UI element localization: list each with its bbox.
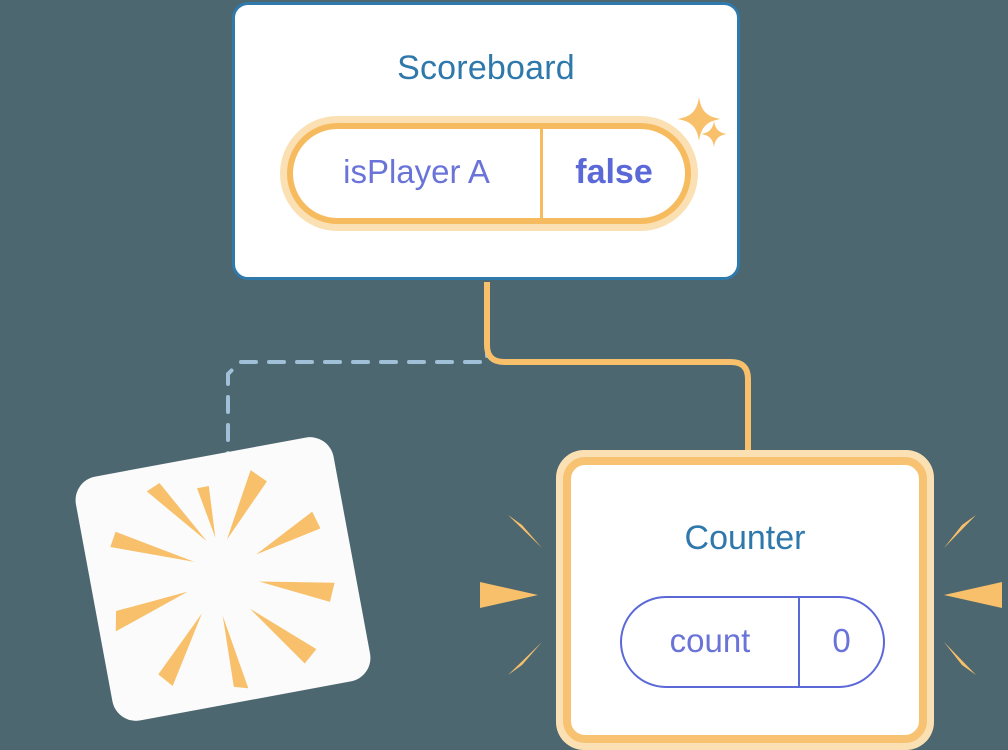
scoreboard-state-key: isPlayer A [343, 153, 490, 190]
counter-state-key: count [669, 622, 751, 659]
counter-state-pill[interactable]: count 0 [620, 596, 885, 688]
counter-burst-right-icon [944, 515, 1002, 675]
connector-scoreboard-to-tilted-card [226, 283, 489, 464]
counter-burst-left-icon [480, 515, 542, 675]
scoreboard-card[interactable]: Scoreboard isPlayer A false [232, 2, 740, 280]
sparkle-large-icon [677, 97, 721, 141]
pill-divider [798, 598, 800, 686]
scoreboard-state-pill[interactable]: isPlayer A false [287, 123, 691, 224]
counter-card[interactable]: Counter count 0 [556, 450, 934, 750]
scoreboard-state-pill-highlight: isPlayer A false [280, 116, 698, 231]
scoreboard-title: Scoreboard [397, 49, 575, 87]
counter-card-inner: Counter count 0 [563, 457, 927, 743]
sparkle-small-icon [701, 121, 727, 147]
scoreboard-state-value: false [575, 152, 653, 191]
pill-divider [540, 129, 543, 218]
tilted-card[interactable] [71, 433, 375, 725]
counter-title: Counter [684, 519, 806, 557]
counter-state-value: 0 [832, 622, 851, 659]
tilted-card-burst-icon [110, 470, 335, 689]
connector-scoreboard-to-counter [484, 282, 751, 452]
